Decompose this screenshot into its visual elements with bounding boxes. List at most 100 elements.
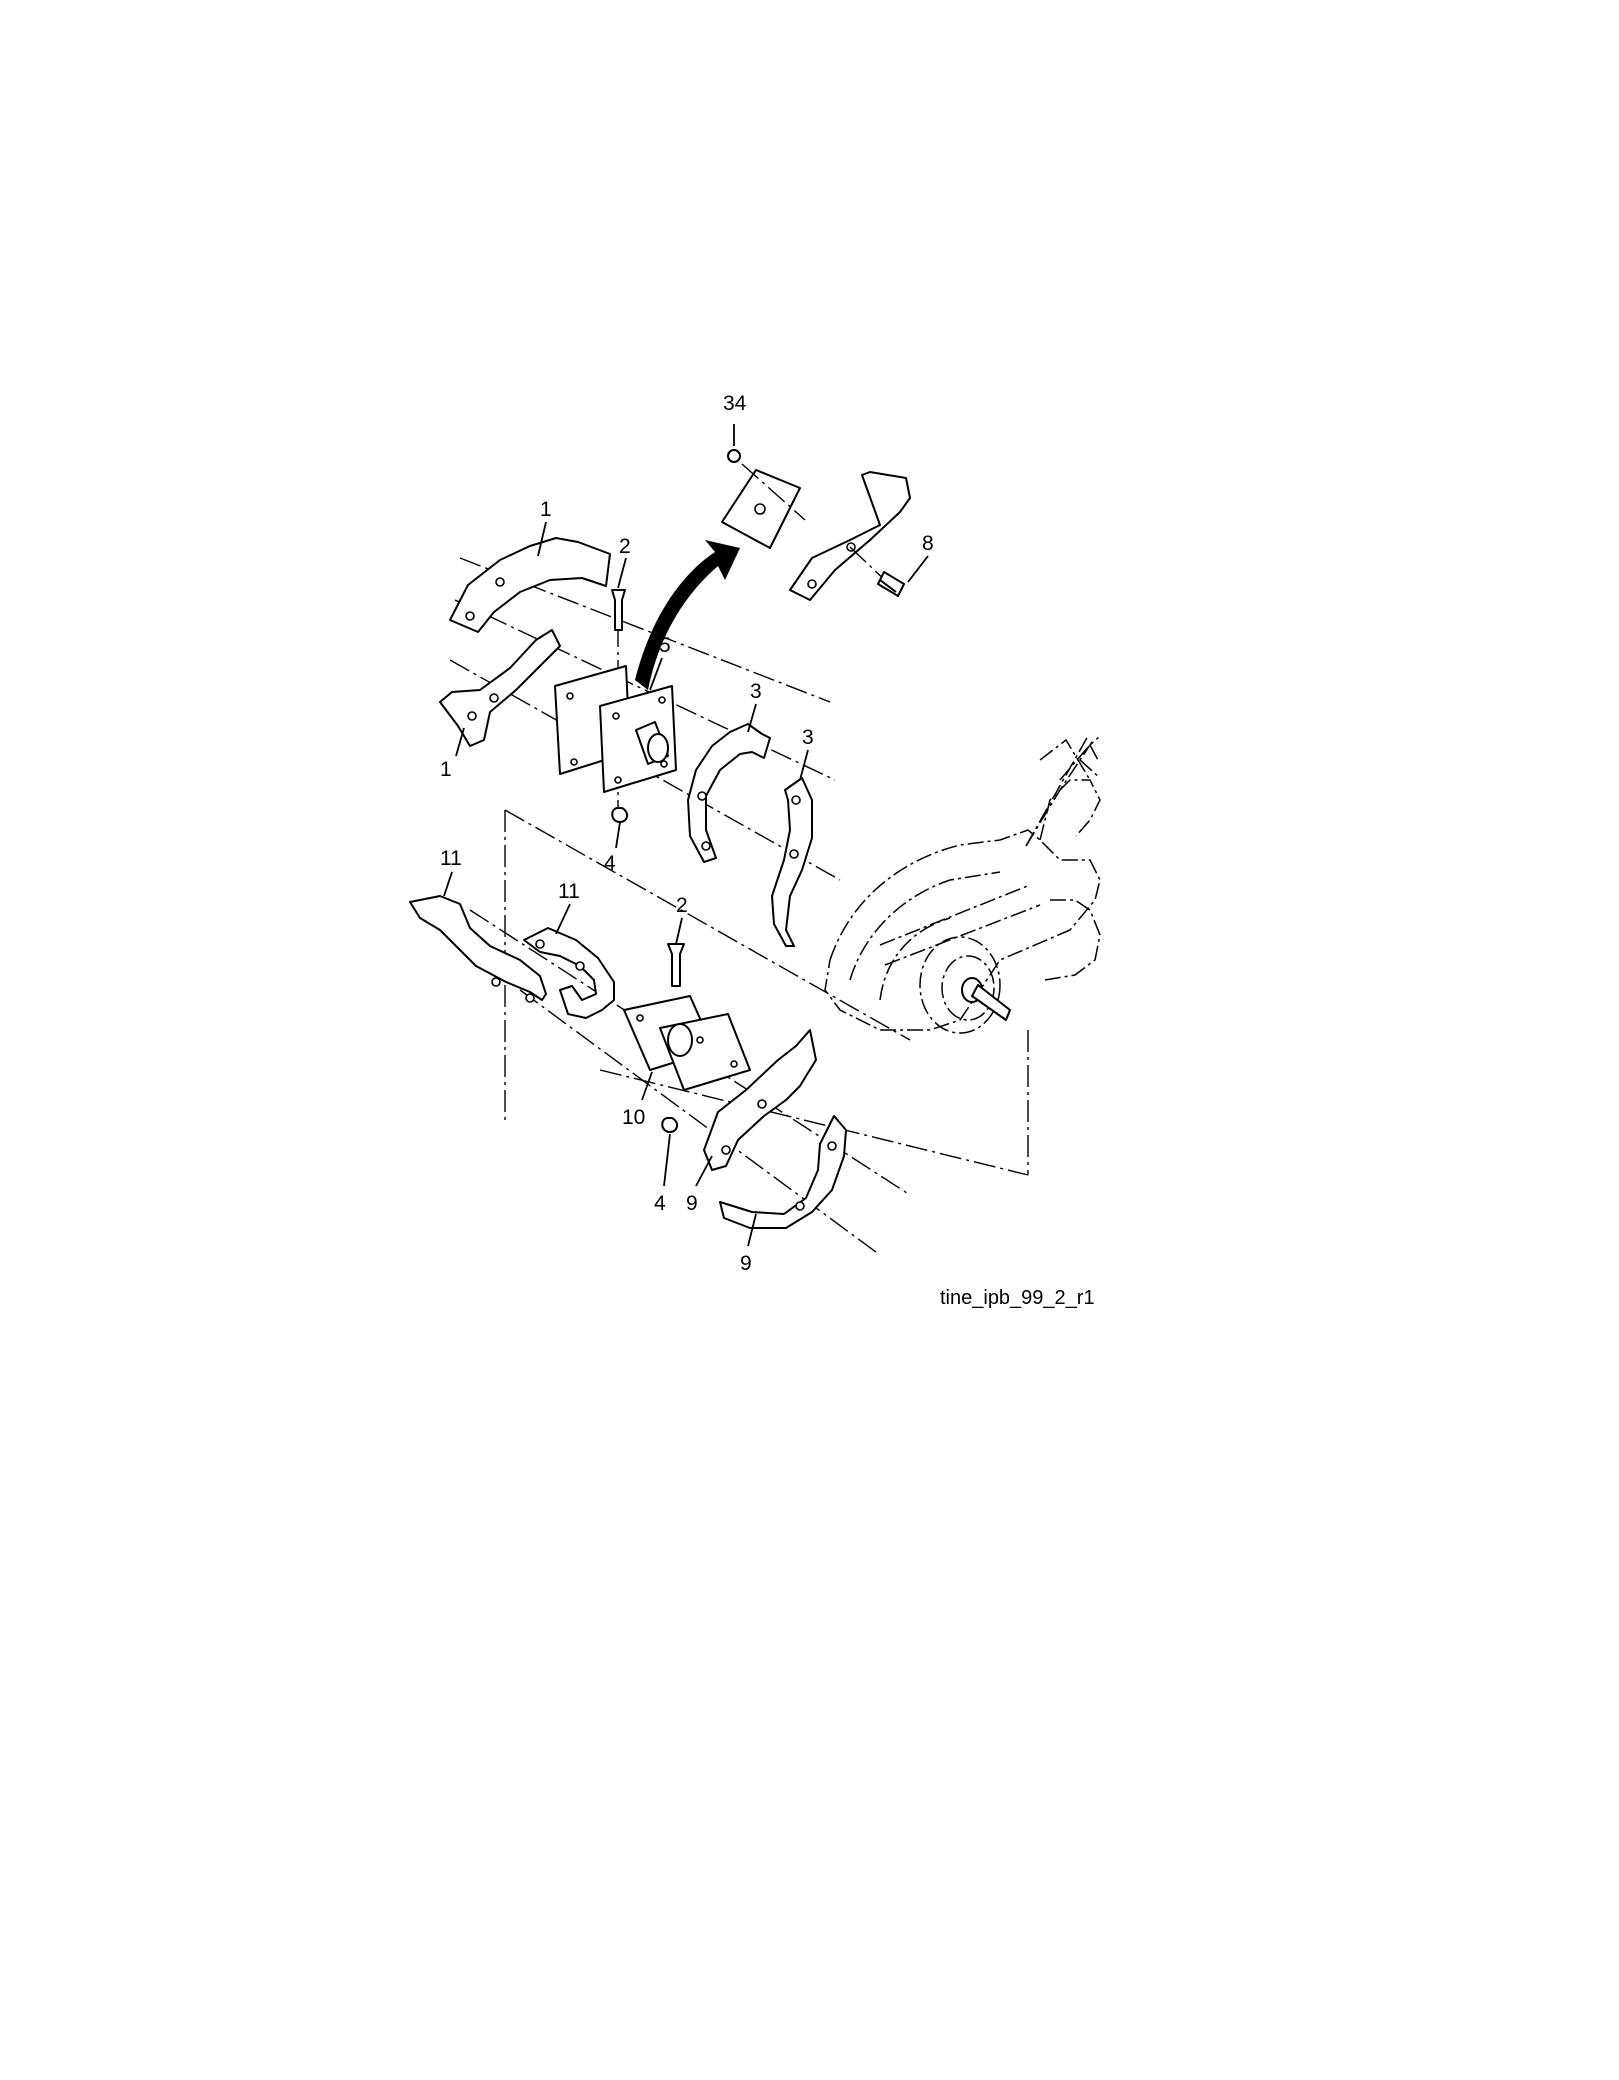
detail-nut — [727, 449, 741, 463]
flange-hole — [614, 776, 622, 784]
flange-hole — [570, 758, 578, 766]
tine-part-3-right — [771, 777, 813, 947]
housing-hub-mid — [941, 955, 995, 1021]
tine-hole — [827, 1141, 837, 1151]
tine-hole — [795, 1201, 805, 1211]
clip-part-4-upper — [611, 807, 628, 823]
leader-2b — [675, 917, 683, 945]
flange-hole — [696, 1036, 704, 1044]
tine-part-9-lower — [719, 1115, 847, 1229]
tine-hole — [575, 961, 585, 971]
tine-hole — [721, 1145, 731, 1155]
leader-4b — [663, 1133, 671, 1187]
tine-hole — [789, 849, 799, 859]
callout-11a: 11 — [440, 847, 462, 870]
pin-part-2-lower — [667, 943, 685, 987]
handle-tube-left — [1025, 735, 1089, 847]
leader-11b — [555, 903, 571, 935]
callout-11b: 11 — [558, 880, 580, 903]
centerline-lower-1 — [504, 809, 911, 1041]
tine-part-1-upper — [449, 537, 611, 633]
callout-9a: 9 — [686, 1192, 698, 1215]
leader-5 — [649, 657, 663, 691]
callout-4b: 4 — [654, 1192, 666, 1215]
leader-1b — [455, 727, 465, 757]
leader-1a — [537, 521, 547, 557]
flange-hole — [566, 692, 574, 700]
flange-hole — [660, 760, 668, 768]
centerline-housing-frame-bottom — [599, 1069, 1029, 1176]
centerline-lower-3 — [519, 989, 881, 1256]
callout-1b: 1 — [440, 758, 452, 781]
callout-2a: 2 — [619, 535, 631, 558]
housing-hub-outer — [919, 936, 1001, 1034]
figure-id: tine_ipb_99_2_r1 — [940, 1287, 1095, 1309]
tine-hole — [757, 1099, 767, 1109]
handle-tube-right — [1059, 739, 1095, 781]
callout-10: 10 — [622, 1106, 645, 1129]
tine-hole — [791, 795, 801, 805]
tine-part-1-lower — [439, 629, 561, 747]
callout-2b: 2 — [676, 894, 688, 917]
tine-hole — [535, 939, 545, 949]
housing-contour — [1044, 899, 1101, 981]
leader-lines — [443, 424, 929, 1247]
housing-rib — [879, 884, 1041, 966]
clip-part-4-lower — [661, 1117, 678, 1133]
leader-9b — [747, 1213, 757, 1247]
flange-hole — [636, 1014, 644, 1022]
callout-8: 8 — [922, 532, 934, 555]
callout-5: 5 — [659, 634, 671, 657]
leader-3a — [747, 703, 757, 733]
upper-tine-assembly — [439, 537, 813, 947]
leader-2a — [617, 557, 627, 589]
callout-3a: 3 — [750, 680, 762, 703]
leader-10 — [641, 1071, 653, 1101]
housing-axle-shaft — [971, 984, 1011, 1021]
tine-hole — [491, 977, 501, 987]
housing-contour — [1039, 738, 1091, 781]
leader-4a — [615, 821, 621, 849]
callout-9b: 9 — [740, 1252, 752, 1275]
leader-9a — [695, 1155, 713, 1187]
centerline-upper-2 — [454, 599, 836, 781]
leader-8 — [907, 555, 929, 583]
detail-centerline — [741, 463, 806, 521]
flange-hole — [658, 696, 666, 704]
lower-hub-tube — [667, 1023, 693, 1057]
flange-hole — [730, 1060, 738, 1068]
tine-hole — [701, 841, 711, 851]
housing-contour — [1039, 779, 1101, 841]
pin-part-2-upper — [611, 589, 626, 631]
detail-inset — [635, 449, 911, 690]
callout-34: 34 — [723, 392, 747, 415]
tine-hole — [489, 693, 499, 703]
callout-4a: 4 — [604, 852, 616, 875]
hub-tube-end — [647, 733, 669, 763]
housing-contour — [849, 871, 1001, 1001]
callout-3b: 3 — [802, 726, 814, 749]
detail-arrow — [635, 540, 740, 690]
callout-1a: 1 — [540, 498, 552, 521]
tine-part-11-left — [409, 895, 547, 1001]
lower-tine-assembly — [409, 895, 847, 1229]
flange-hole — [612, 712, 620, 720]
tiller-housing — [824, 735, 1101, 1034]
tine-hole — [697, 791, 707, 801]
leader-3b — [799, 749, 809, 781]
housing-outline — [824, 829, 1101, 1031]
tine-hole — [465, 611, 475, 621]
leader-11a — [443, 871, 453, 897]
handle-tube — [1079, 744, 1101, 779]
detail-tine-blade — [789, 471, 911, 601]
detail-plate-hole — [754, 503, 766, 515]
handle-tube — [1025, 735, 1101, 847]
tine-hole — [495, 577, 505, 587]
centerline-upper-1 — [459, 557, 831, 703]
tine-hole — [525, 993, 535, 1003]
flange-plate-front — [599, 685, 677, 793]
callout-labels: 34 1 2 8 5 3 3 1 4 11 11 2 10 4 9 9 tine… — [440, 392, 1095, 1309]
detail-bolt — [877, 571, 905, 597]
detail-blade-hole — [807, 579, 817, 589]
